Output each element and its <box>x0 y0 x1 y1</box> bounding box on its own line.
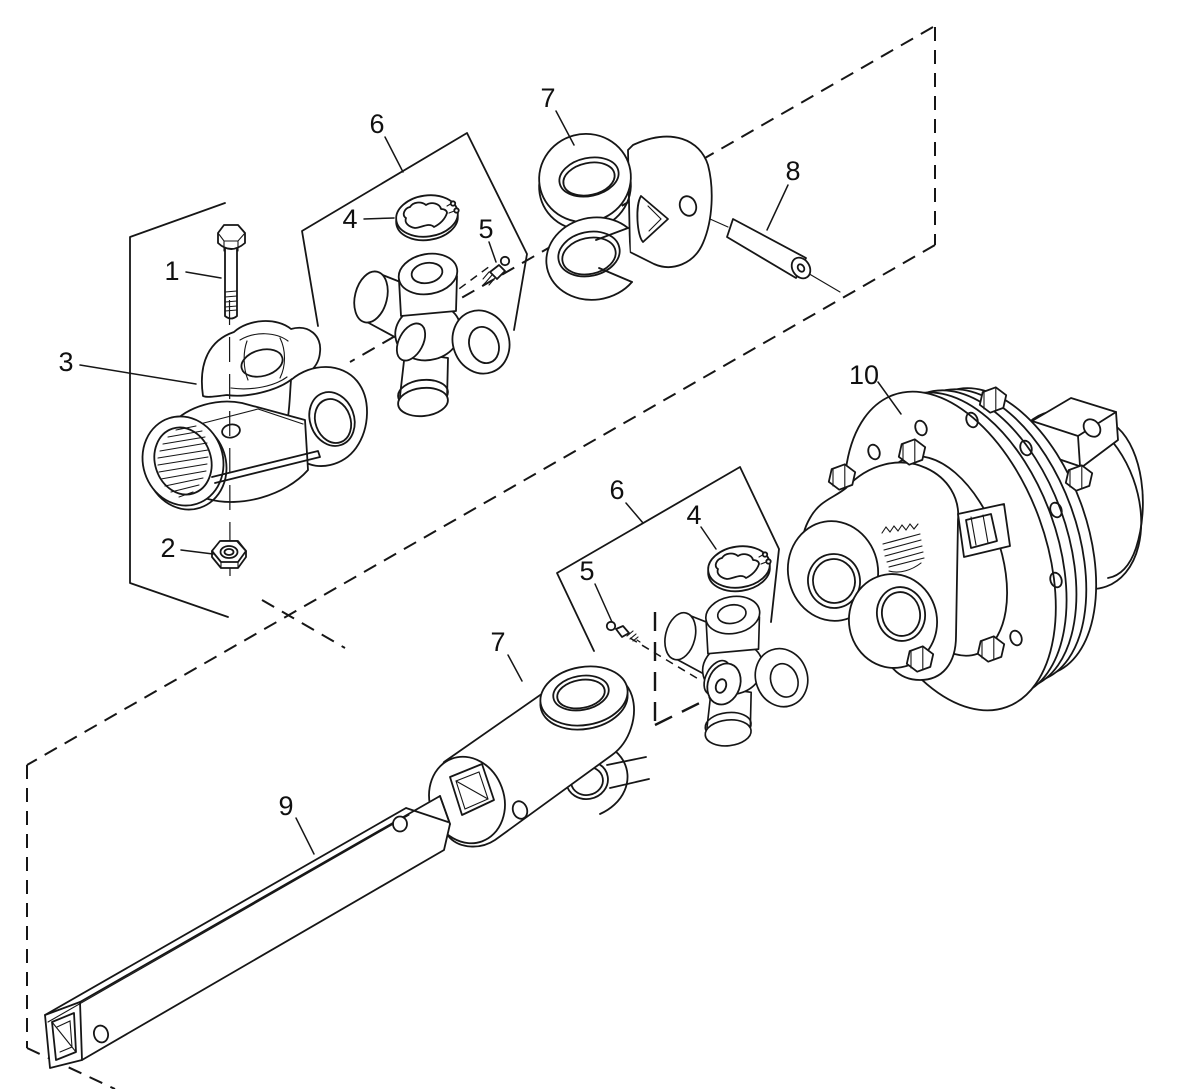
square-drive-shaft <box>44 795 451 1069</box>
leader-line-callout-6-upper <box>384 136 404 173</box>
grease-fitting-ball-lower <box>605 620 617 632</box>
part-label-callout-4-upper: 4 <box>342 204 357 234</box>
leader-line-callout-4-lower <box>700 526 717 550</box>
bolt-threads <box>224 290 238 312</box>
clutch-assembly <box>786 386 1144 712</box>
dashed-line-bottom <box>26 1047 116 1089</box>
stub-shaft-hole <box>1082 418 1102 438</box>
yoke-clevis-upper <box>538 132 713 301</box>
clutch-bolts <box>827 386 1094 673</box>
part-label-callout-6-upper: 6 <box>369 109 384 139</box>
pin-axis-segment-a <box>709 218 729 228</box>
clutch-side-bolt <box>957 503 1011 558</box>
part-label-callout-5-upper: 5 <box>478 214 493 244</box>
cross-top-arm <box>397 252 459 317</box>
yoke-lower-slot <box>606 756 650 789</box>
bolt-head <box>217 224 246 252</box>
pin-end-hole <box>796 263 806 273</box>
snap-ring-upper <box>395 194 460 242</box>
callout-label-layer: 1 2 3 4 5 6 7 8 9 10 6 4 5 7 <box>58 83 902 855</box>
dashed-line-long-diagonal <box>26 244 936 766</box>
grease-fitting-lower <box>605 620 641 643</box>
ujoint-cross-upper <box>353 252 511 418</box>
bolt-centerline <box>228 299 231 577</box>
grease-fitting-upper <box>482 255 511 286</box>
panel-outline-ujoint-lower <box>556 466 780 652</box>
leader-line-callout-4-upper <box>363 217 395 220</box>
shaft-hole-near <box>92 1024 110 1044</box>
nut-bore <box>219 545 239 559</box>
yoke-lower-pin-hole <box>511 800 529 820</box>
clutch-spline-hub <box>881 523 925 573</box>
part-label-callout-5-lower: 5 <box>579 556 594 586</box>
splined-yoke <box>141 320 368 511</box>
bolt-shank <box>224 246 238 320</box>
leader-line-callout-5-lower <box>594 583 613 623</box>
snap-ring-inner <box>402 201 448 229</box>
leader-line-callout-1 <box>185 271 222 279</box>
part-label-callout-8: 8 <box>785 156 800 186</box>
leader-line-callout-3 <box>79 364 197 385</box>
dashed-line-depth <box>261 599 346 649</box>
yoke-window <box>636 195 669 243</box>
part-label-callout-6-lower: 6 <box>609 475 624 505</box>
clutch-front-yoke <box>786 461 960 681</box>
square-bore <box>449 763 495 816</box>
clutch-plate-holes <box>867 411 1063 647</box>
leader-line-callout-8 <box>766 184 789 231</box>
yoke-lug-lower-hole <box>876 586 926 642</box>
cross-lower-center-disc <box>706 662 742 706</box>
leader-line-callout-2 <box>180 549 214 555</box>
leader-line-callout-6-lower <box>625 502 644 524</box>
pin-axis-segment-b <box>805 271 841 293</box>
leader-line-callout-7-lower <box>507 654 523 682</box>
part-label-callout-10: 10 <box>849 360 879 390</box>
yoke-lug-upper-hole <box>807 553 861 609</box>
yoke-clevis-lower <box>428 665 650 848</box>
yoke-pin-hole <box>678 195 698 217</box>
roll-pin <box>726 218 812 280</box>
snap-ring-lower <box>704 541 774 597</box>
panel-outline-left-group <box>129 202 229 618</box>
part-label-callout-7-upper: 7 <box>540 83 555 113</box>
yoke-ring-slot <box>595 227 633 283</box>
part-label-callout-2: 2 <box>160 533 175 563</box>
panel-outline-ujoint-upper <box>301 132 528 331</box>
splined-yoke-far-ear <box>201 320 321 398</box>
leader-line-callout-5-upper <box>488 241 497 263</box>
cross-right-arm <box>451 309 511 375</box>
cross-bottom-arm <box>397 351 449 418</box>
cross-top-bore <box>410 261 444 285</box>
hex-bolt <box>217 224 246 320</box>
part-label-callout-1: 1 <box>164 256 179 286</box>
part-label-callout-7-lower: 7 <box>490 627 505 657</box>
dashed-fitting-axis-upper <box>447 265 491 298</box>
pin-end-face <box>790 256 812 280</box>
leader-line-callout-10 <box>877 381 902 415</box>
shaft-hole-far <box>392 815 408 833</box>
hex-nut <box>211 540 247 569</box>
part-label-callout-3: 3 <box>58 347 73 377</box>
clutch-drum-end <box>1107 427 1144 579</box>
leader-line-callout-9 <box>295 817 315 855</box>
grease-fitting-ball <box>499 255 511 267</box>
part-label-callout-9: 9 <box>278 791 293 821</box>
leader-line-callout-7-upper <box>555 110 575 146</box>
cross-right-bore <box>468 326 500 364</box>
cross-center-lens <box>395 322 427 362</box>
shaft-end-square-bore <box>51 1012 77 1061</box>
part-label-callout-4-lower: 4 <box>686 500 701 530</box>
spline-hatch <box>157 425 209 498</box>
